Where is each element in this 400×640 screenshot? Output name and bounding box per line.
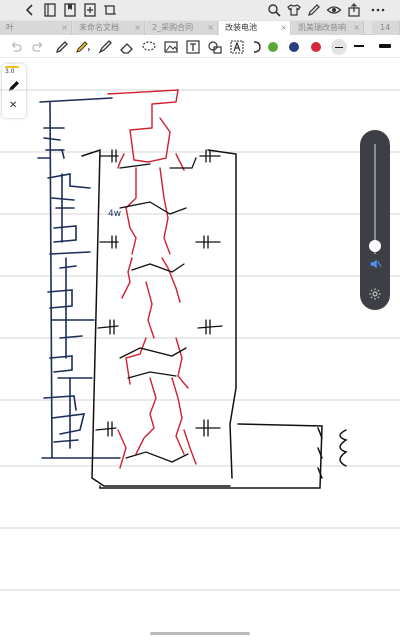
tab-4-label: 改装电池 [225,23,257,32]
drawing-toolbar [0,36,400,58]
close-icon[interactable]: ✕ [9,100,18,111]
close-icon[interactable]: × [353,23,360,32]
battery-ladder-sketch [37,97,121,459]
redo-icon[interactable] [30,39,46,55]
pen-settings-panel: 3.0 ✕ [2,64,26,118]
tab-2-label: 未命名文档 [79,23,119,32]
shapes-icon[interactable] [207,39,223,55]
slider-knob[interactable] [369,240,381,252]
handwritten-note: 4w [108,209,121,219]
back-icon[interactable] [22,2,38,18]
tab-strip: 叶 × 未命名文档 × 2_采购合同 × 改装电池 × 凯美瑞改音响 × 14 [0,20,400,35]
tab-count[interactable]: 14 [372,21,400,35]
text-recognize-icon[interactable] [229,39,245,55]
pen-color-bar [5,66,19,68]
tab-3-label: 2_采购合同 [152,23,194,32]
component-symbols [95,149,223,463]
close-icon[interactable]: × [134,23,141,32]
tab-count-value: 14 [380,23,391,32]
text-box-icon[interactable] [185,39,201,55]
close-icon[interactable]: × [280,23,287,32]
tab-3[interactable]: 2_采购合同 × [146,21,218,35]
tab-4-active[interactable]: 改装电池 × [219,21,291,35]
tab-1[interactable]: 叶 × [0,21,72,35]
search-icon[interactable] [266,2,282,18]
settings-gear-icon[interactable] [368,286,382,300]
volume-slider-panel [360,130,390,310]
pen-tool-icon[interactable] [54,39,70,55]
image-icon[interactable] [163,39,179,55]
more-icon[interactable] [370,2,386,18]
bookmark-icon[interactable] [62,2,78,18]
stroke-thin-line [335,46,343,48]
color-swatch-navy[interactable] [289,42,299,52]
home-indicator[interactable] [150,632,250,635]
top-toolbar [0,0,400,20]
note-canvas[interactable]: 4w [0,58,400,630]
slider-track[interactable] [374,144,376,254]
ruled-lines [0,89,400,591]
highlighter-icon[interactable] [74,39,90,55]
color-swatch-green[interactable] [268,42,278,52]
tab-2[interactable]: 未命名文档 × [73,21,145,35]
stroke-thin-selected[interactable] [331,39,347,55]
add-page-icon[interactable] [82,2,98,18]
notebook-icon[interactable] [42,2,58,18]
more-tools-icon[interactable] [249,39,265,55]
pen-size-value: 3.0 [5,68,15,75]
shirt-icon[interactable] [286,2,302,18]
eye-icon[interactable] [326,2,342,18]
share-icon[interactable] [346,2,362,18]
mosfet-chain-sketch [107,89,197,469]
stroke-thick[interactable] [379,44,391,48]
close-icon[interactable]: × [207,23,214,32]
tab-5[interactable]: 凯美瑞改音响 × [292,21,364,35]
close-icon[interactable]: × [61,23,68,32]
tab-5-label: 凯美瑞改音响 [298,23,346,32]
eraser-icon[interactable] [119,39,135,55]
mute-icon[interactable] [368,256,382,270]
lasso-icon[interactable] [141,39,157,55]
undo-icon[interactable] [8,39,24,55]
brush-icon[interactable] [97,39,113,55]
crop-icon[interactable] [102,2,118,18]
stroke-medium[interactable] [354,45,364,47]
circuit-outline [81,148,348,489]
edit-pen-icon[interactable] [306,2,322,18]
tab-1-label: 叶 [6,23,14,32]
color-swatch-red[interactable] [311,42,321,52]
